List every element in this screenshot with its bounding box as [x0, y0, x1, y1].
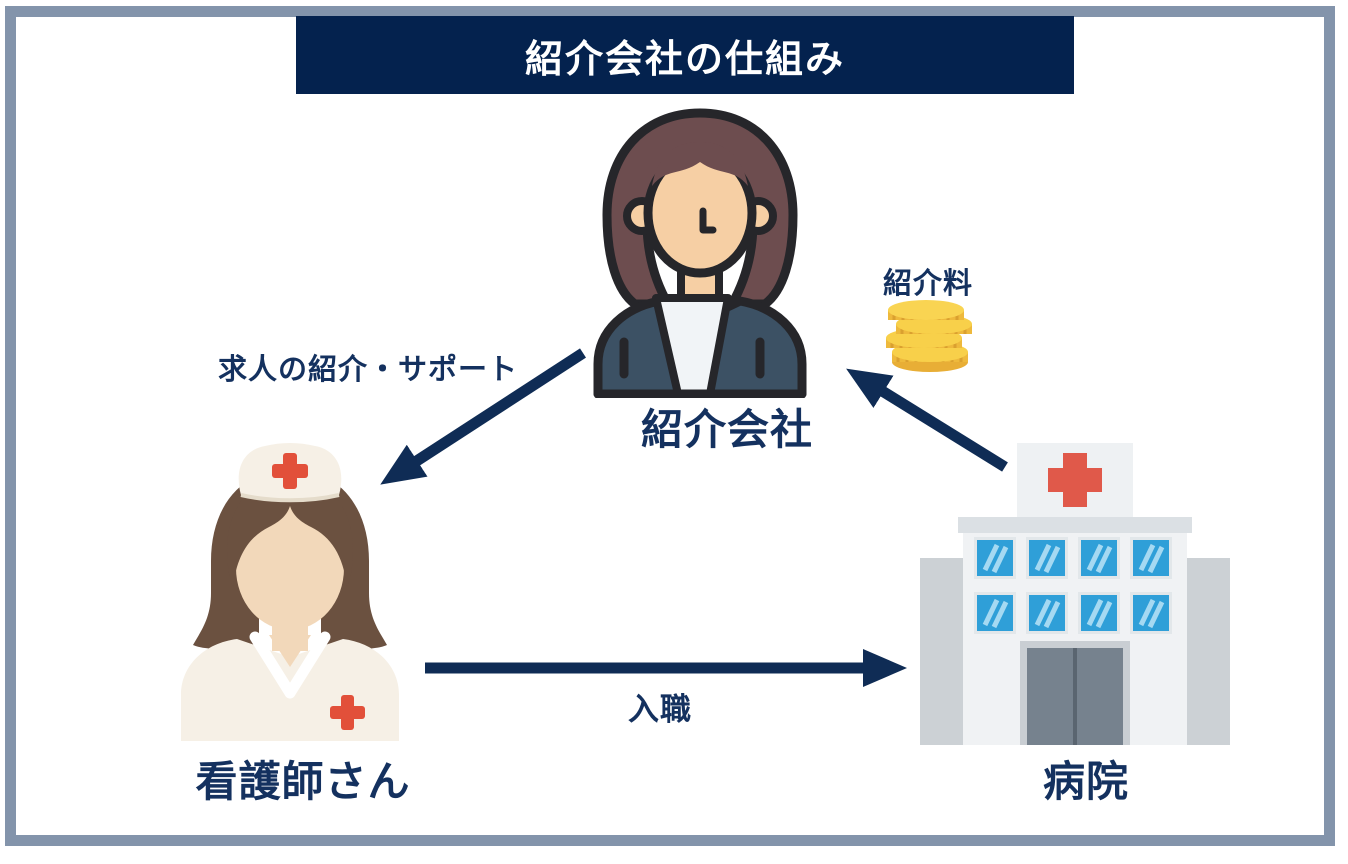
title-bar: 紹介会社の仕組み	[296, 16, 1074, 94]
hospital-icon	[920, 443, 1230, 745]
coins-icon	[880, 300, 976, 376]
nurse-icon	[175, 443, 405, 743]
page-title: 紹介会社の仕組み	[524, 38, 845, 81]
agency-label: 紹介会社	[640, 406, 813, 453]
nurse-label: 看護師さん	[195, 758, 411, 805]
arrow-agency-to-nurse	[380, 348, 586, 485]
arrow-hospital-to-agency	[846, 368, 1008, 472]
agency-person-icon	[584, 106, 816, 398]
edge-label-referral-fee: 紹介料	[882, 268, 973, 300]
hospital-label: 病院	[1042, 758, 1129, 805]
edge-label-joining: 入職	[628, 692, 692, 727]
edge-label-referral-support: 求人の紹介・サポート	[218, 354, 519, 386]
